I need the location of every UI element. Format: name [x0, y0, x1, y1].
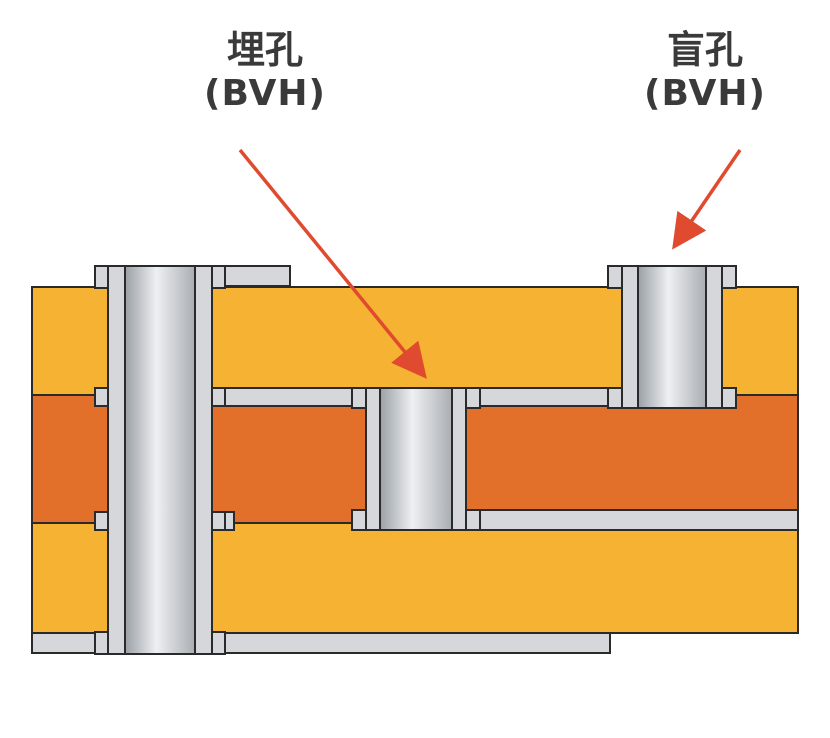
blind-via	[607, 265, 737, 409]
inner-copper-trace-upper	[217, 387, 357, 407]
buried-via-title: 埋孔	[226, 28, 303, 72]
through-hole-via	[94, 265, 226, 655]
buried-via-label: 埋孔 (BVH)	[160, 28, 370, 116]
buried-via	[351, 387, 481, 531]
top-copper-trace	[217, 265, 291, 287]
buried-via-arrow	[238, 148, 427, 379]
blind-via-arrow	[672, 149, 742, 250]
inner-copper-trace-upper-right	[474, 387, 626, 407]
blind-via-label: 盲孔 (BVH)	[600, 28, 810, 116]
inner-copper-trace-lower	[474, 509, 799, 531]
blind-via-title: 盲孔	[666, 28, 743, 72]
buried-via-abbr: (BVH)	[204, 73, 326, 114]
blind-via-abbr: (BVH)	[644, 73, 766, 114]
